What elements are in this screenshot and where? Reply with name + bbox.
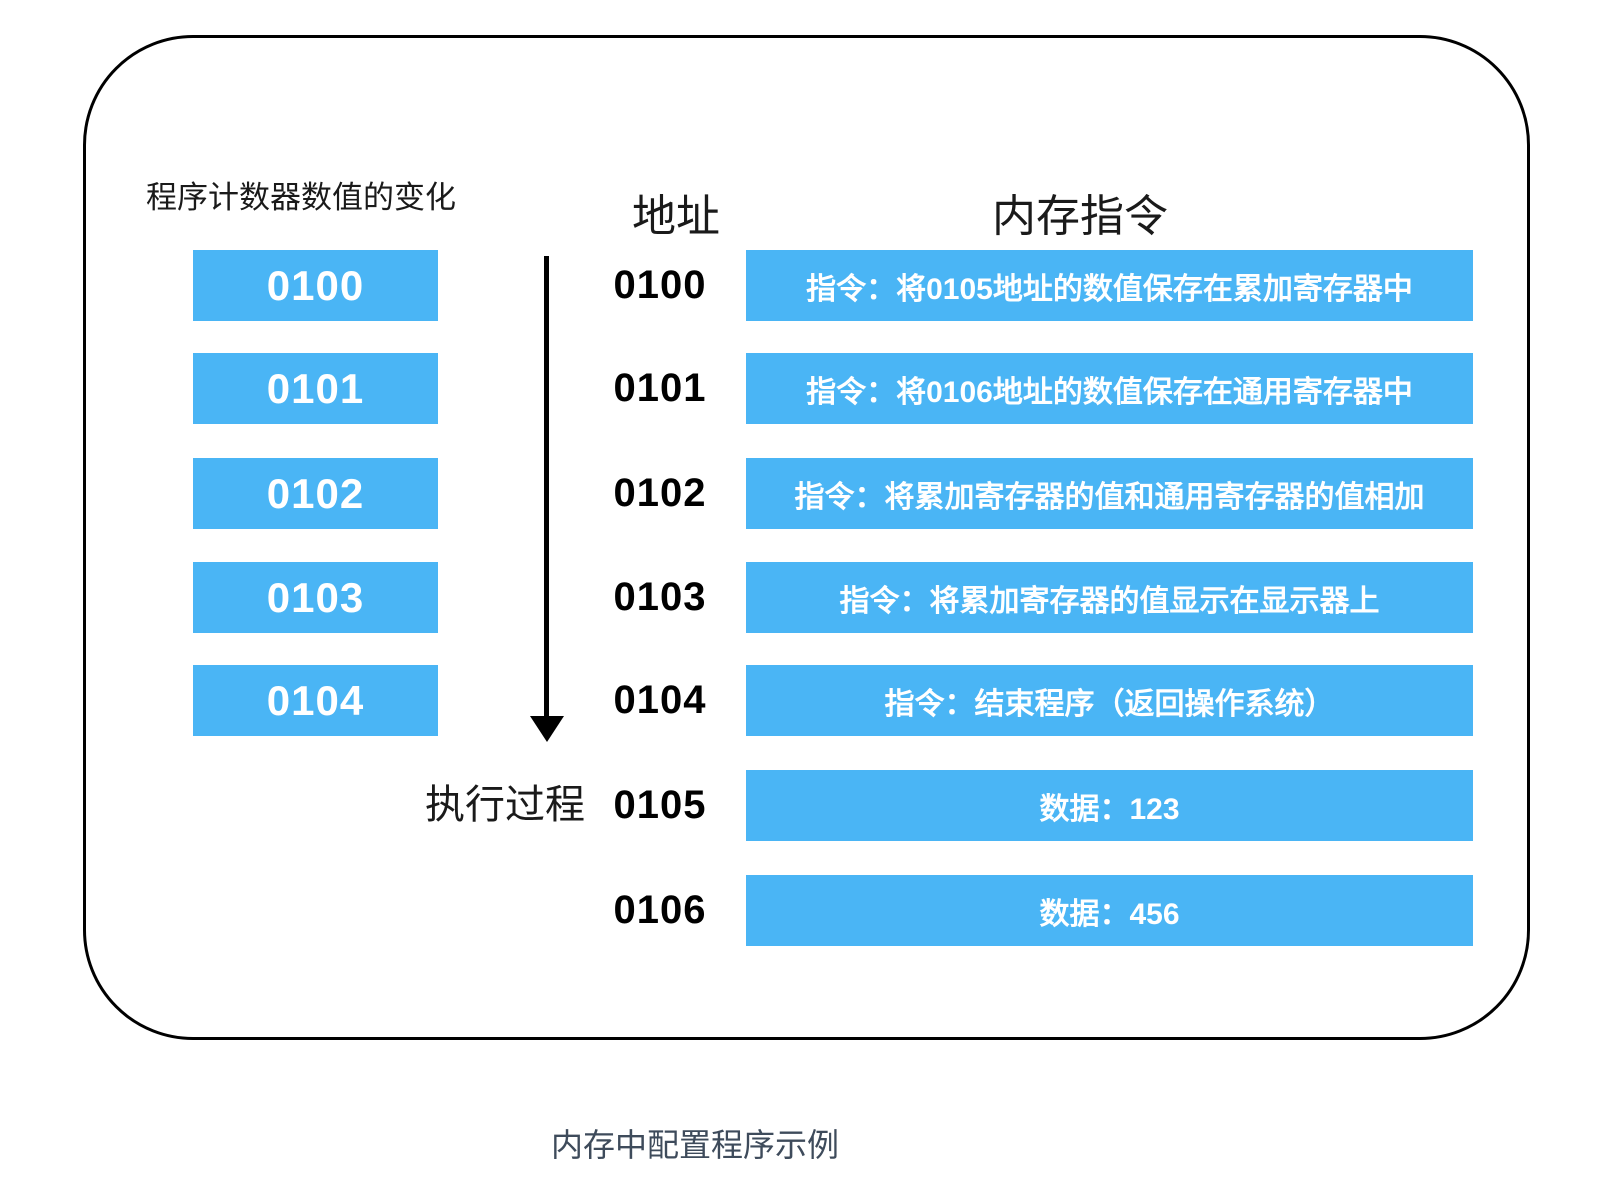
pc-value-box: 0102: [193, 458, 438, 529]
figure-caption: 内存中配置程序示例: [550, 1127, 839, 1163]
memory-cell: 指令：结束程序（返回操作系统）: [746, 665, 1473, 736]
memory-column-header: 内存指令: [992, 192, 1168, 241]
memory-row: 0100 指令：将0105地址的数值保存在累加寄存器中: [0, 250, 1614, 321]
pc-value-box: 0100: [193, 250, 438, 321]
pc-value-box: 0103: [193, 562, 438, 633]
memory-cell: 指令：将0105地址的数值保存在累加寄存器中: [746, 250, 1473, 321]
pc-value-box: 0104: [193, 665, 438, 736]
memory-cell: 指令：将0106地址的数值保存在通用寄存器中: [746, 353, 1473, 424]
arrow-down-icon: [530, 716, 564, 742]
memory-cell: 指令：将累加寄存器的值和通用寄存器的值相加: [746, 458, 1473, 529]
memory-row: 0103 指令：将累加寄存器的值显示在显示器上: [0, 562, 1614, 633]
pc-value-box: 0101: [193, 353, 438, 424]
address-column-header: 地址: [632, 192, 720, 241]
memory-address: 0105: [613, 783, 707, 827]
memory-address: 0103: [613, 575, 707, 619]
memory-row: 0106 数据：456: [0, 875, 1614, 946]
memory-cell: 指令：将累加寄存器的值显示在显示器上: [746, 562, 1473, 633]
memory-cell: 数据：456: [746, 875, 1473, 946]
diagram-frame: [83, 35, 1530, 1040]
memory-address: 0100: [613, 263, 707, 307]
pc-column-header: 程序计数器数值的变化: [146, 180, 456, 215]
memory-row: 0104 指令：结束程序（返回操作系统）: [0, 665, 1614, 736]
execution-process-label: 执行过程: [425, 783, 585, 827]
memory-row: 0101 指令：将0106地址的数值保存在通用寄存器中: [0, 353, 1614, 424]
execution-arrow-line-icon: [544, 256, 549, 718]
memory-address: 0104: [613, 678, 707, 722]
memory-address: 0102: [613, 471, 707, 515]
memory-row: 0105 数据：123: [0, 770, 1614, 841]
memory-cell: 数据：123: [746, 770, 1473, 841]
memory-address: 0106: [613, 888, 707, 932]
memory-address: 0101: [613, 366, 707, 410]
memory-row: 0102 指令：将累加寄存器的值和通用寄存器的值相加: [0, 458, 1614, 529]
